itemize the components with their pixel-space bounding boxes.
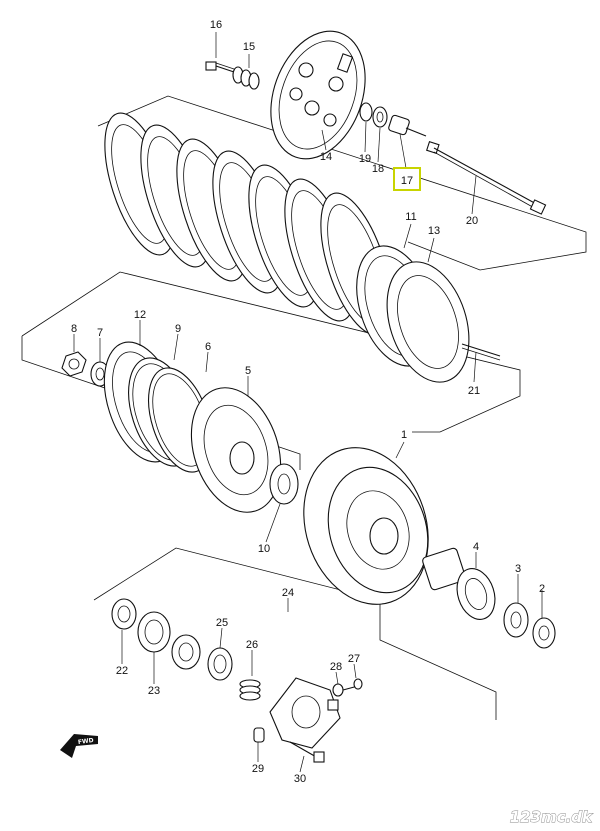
release-cylinder — [269, 677, 341, 749]
label-6: 6 — [205, 341, 211, 353]
fwd-arrow-icon: FWD — [60, 734, 98, 758]
label-18: 18 — [372, 163, 384, 175]
label-5: 5 — [245, 365, 251, 377]
washer-3 — [503, 602, 529, 638]
washer-10 — [269, 463, 299, 505]
label-4: 4 — [473, 541, 479, 553]
bearing-23 — [137, 611, 171, 653]
label-15: 15 — [243, 41, 255, 53]
highlight-box-17 — [393, 167, 421, 191]
clutch-hub-5 — [190, 387, 282, 513]
label-16: 16 — [210, 19, 222, 31]
seal-25 — [207, 647, 233, 681]
piston-25-body — [171, 634, 201, 670]
part-number-labels: 16 15 14 19 18 17 20 11 13 21 8 7 12 9 6… — [71, 19, 545, 785]
pressure-plate — [270, 30, 366, 160]
hub-group-outline — [21, 271, 521, 433]
label-12: 12 — [134, 309, 146, 321]
label-29: 29 — [252, 763, 264, 775]
nut-8 — [61, 351, 87, 377]
washer-2 — [532, 617, 556, 649]
leader-lines — [73, 32, 543, 773]
clutch-plate-stack — [104, 112, 392, 336]
label-17: 17 — [401, 175, 413, 187]
label-21: 21 — [468, 385, 480, 397]
plate-13 — [386, 261, 470, 383]
clutch-housing-1 — [303, 447, 429, 605]
label-7: 7 — [97, 327, 103, 339]
needle-bearing-4 — [456, 568, 496, 620]
spacer — [422, 547, 466, 591]
pin-21 — [461, 343, 501, 361]
label-19: 19 — [359, 153, 371, 165]
label-9: 9 — [175, 323, 181, 335]
label-28: 28 — [330, 661, 342, 673]
label-20: 20 — [466, 215, 478, 227]
label-11: 11 — [405, 211, 416, 223]
label-2: 2 — [539, 583, 545, 595]
bolt-30 — [289, 741, 325, 763]
bearing-19 — [359, 102, 388, 128]
label-22: 22 — [116, 665, 128, 677]
spring-15 — [232, 66, 260, 90]
label-27: 27 — [348, 653, 360, 665]
label-14: 14 — [320, 151, 332, 163]
release-group-outline — [93, 547, 497, 720]
label-8: 8 — [71, 323, 77, 335]
cap-27 — [353, 678, 363, 690]
label-1: 1 — [401, 429, 407, 441]
pushrod-20 — [426, 140, 547, 215]
label-10: 10 — [258, 543, 270, 555]
label-3: 3 — [515, 563, 521, 575]
spring-26 — [239, 679, 261, 701]
label-23: 23 — [148, 685, 160, 697]
label-26: 26 — [246, 639, 258, 651]
label-30: 30 — [294, 773, 306, 785]
fwd-badge-text: FWD — [78, 737, 95, 746]
pushrod-piece-17 — [388, 114, 427, 137]
seal-22 — [111, 598, 137, 630]
plate-group-outline — [97, 95, 587, 271]
label-25: 25 — [216, 617, 228, 629]
label-13: 13 — [428, 225, 440, 237]
label-24: 24 — [282, 587, 294, 599]
watermark: 123mc.dk — [510, 808, 593, 826]
pin-29 — [253, 727, 265, 743]
